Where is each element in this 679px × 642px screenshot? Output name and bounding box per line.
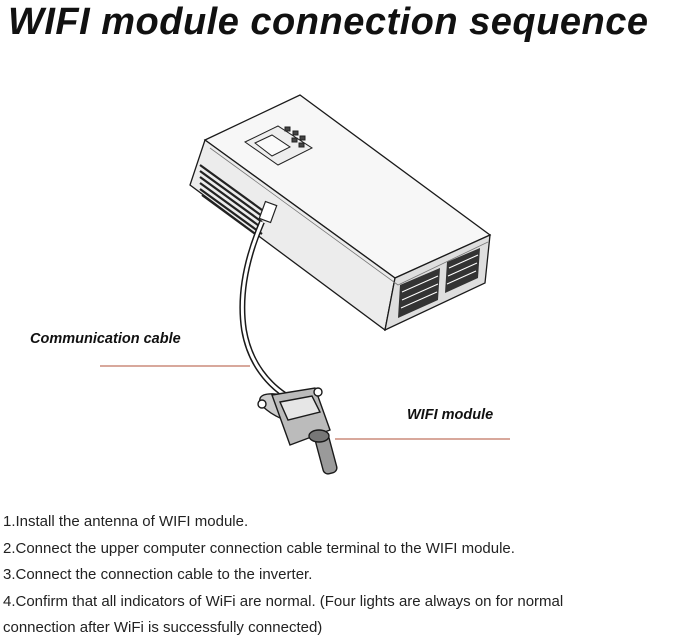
step-2: 2.Connect the upper computer connection … — [3, 539, 515, 557]
wifi-module — [257, 387, 338, 475]
step-4-continued: connection after WiFi is successfully co… — [3, 619, 323, 636]
step-4: 4.Confirm that all indicators of WiFi ar… — [3, 592, 564, 610]
side-vents — [199, 164, 263, 237]
step-1: 1.Install the antenna of WIFI module. — [3, 513, 249, 530]
inverter-diagram — [100, 94, 510, 475]
instruction-steps: 1.Install the antenna of WIFI module. 2.… — [3, 509, 679, 642]
step-3: 3.Connect the connection cable to the in… — [3, 566, 313, 583]
page-title: WIFI module connection sequence — [8, 1, 649, 43]
display-panel — [244, 125, 314, 166]
inverter-unit — [189, 94, 492, 332]
front-vents — [398, 248, 480, 318]
comm-port — [258, 200, 278, 224]
wifi-module-label: WIFI module — [407, 407, 494, 423]
communication-cable-label: Communication cable — [30, 331, 181, 347]
